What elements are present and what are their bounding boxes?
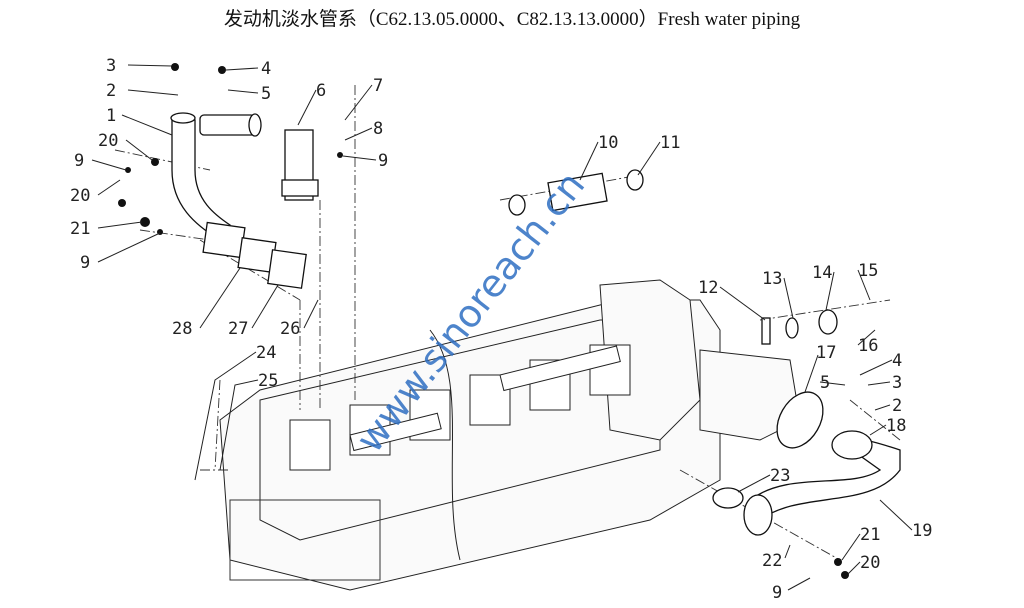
part-callouts: 3 2 1 20 9 20 21 9 4 5 6 7 8 9 10 11 28 … [70,56,932,603]
callout-3: 3 [106,56,116,76]
callout-13: 13 [762,269,782,289]
callout-9: 9 [772,583,782,603]
callout-4: 4 [892,351,902,371]
callout-17: 17 [816,343,836,363]
callout-14: 14 [812,263,832,283]
callout-23: 23 [770,466,790,486]
callout-8: 8 [373,119,383,139]
callout-18: 18 [886,416,906,436]
middle-pipe-parts [508,169,901,579]
leader-lines [91,64,913,591]
upper-pipe-assembly [118,63,343,289]
callout-28: 28 [172,319,192,339]
callout-1: 1 [106,106,116,126]
callout-7: 7 [373,76,383,96]
callout-4: 4 [261,59,271,79]
callout-5: 5 [820,373,830,393]
callout-11: 11 [660,133,680,153]
callout-27: 27 [228,319,248,339]
diagram-title: 发动机淡水管系（C62.13.05.0000、C82.13.13.0000）Fr… [223,9,801,30]
callout-10: 10 [598,133,618,153]
callout-24: 24 [256,343,276,363]
callout-9: 9 [378,151,388,171]
callout-2: 2 [892,396,902,416]
callout-12: 12 [698,278,718,298]
callout-6: 6 [316,81,326,101]
callout-20: 20 [860,553,880,573]
callout-20: 20 [70,186,90,206]
callout-22: 22 [762,551,782,571]
callout-15: 15 [858,261,878,281]
callout-9: 9 [74,151,84,171]
callout-16: 16 [858,336,878,356]
callout-19: 19 [912,521,932,541]
engine-block [219,279,801,591]
callout-21: 21 [70,219,90,239]
callout-21: 21 [860,525,880,545]
callout-5: 5 [261,84,271,104]
callout-20: 20 [98,131,118,151]
callout-3: 3 [892,373,902,393]
callout-25: 25 [258,371,278,391]
callout-2: 2 [106,81,116,101]
callout-9: 9 [80,253,90,273]
callout-26: 26 [280,319,300,339]
assembly-lines [114,85,901,561]
